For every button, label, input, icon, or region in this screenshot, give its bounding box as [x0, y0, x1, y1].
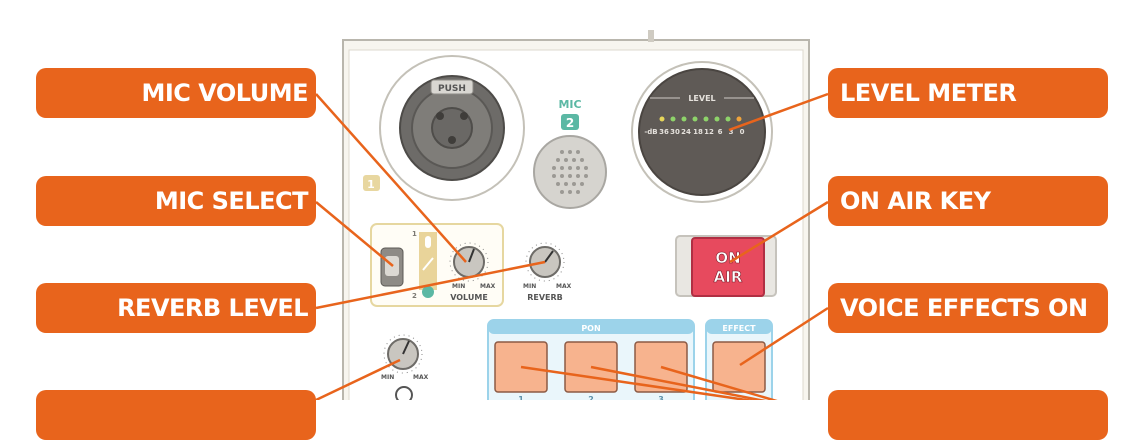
level-scale-8: 0: [740, 128, 745, 136]
headset-mic-icon: [422, 257, 434, 271]
callout-bottom-right: [828, 390, 1108, 440]
switch-mark-1: 1: [412, 230, 417, 238]
on-air-key[interactable]: ON AIR: [675, 235, 777, 297]
pon-label: PON: [581, 324, 600, 333]
callout-mic-volume: MIC VOLUME: [36, 68, 316, 118]
level-scale-3: 24: [681, 128, 691, 136]
level-scale-0: -dB: [644, 128, 657, 136]
knob3-min: MIN: [381, 374, 394, 381]
built-in-mic-grille: [533, 135, 607, 209]
switch-mark-2: 2: [412, 292, 417, 300]
mic-select-switch[interactable]: [380, 247, 404, 287]
knob3-max: MAX: [413, 374, 429, 381]
callout-mic-select: MIC SELECT: [36, 176, 316, 226]
volume-min: MIN: [452, 283, 465, 290]
pad-number-1: 1: [518, 395, 524, 400]
leader-lines: [315, 92, 829, 400]
on-air-line1: ON: [715, 249, 740, 267]
mic2-number: 2: [566, 116, 574, 130]
reverb-min: MIN: [523, 283, 536, 290]
callout-bottom-left: [36, 390, 316, 440]
effect-panel: EFFECT: [705, 319, 773, 400]
push-label: PUSH: [438, 84, 466, 94]
effect-pad[interactable]: [712, 341, 766, 393]
reverb-max: MAX: [556, 283, 572, 290]
on-air-line2: AIR: [714, 268, 743, 286]
volume-label: VOLUME: [450, 293, 488, 302]
reverb-label: REVERB: [527, 293, 563, 302]
level-title: LEVEL: [688, 94, 715, 103]
level-scale-4: 18: [693, 128, 703, 136]
mic2-label: MIC: [558, 98, 581, 111]
mic-volume-knob[interactable]: [449, 242, 489, 282]
xlr-jack: PUSH: [379, 55, 525, 201]
level-scale-2: 30: [670, 128, 680, 136]
effect-label: EFFECT: [722, 324, 756, 333]
level-scale-5: 12: [704, 128, 714, 136]
mic1-number: 1: [367, 178, 375, 191]
headphone-jack: [395, 386, 413, 400]
level-scale-6: 6: [718, 128, 723, 136]
mic2-area: MIC 2: [533, 98, 607, 209]
mic-icon: [425, 236, 431, 248]
level-scale-1: 36: [659, 128, 669, 136]
mic-control-panel: 1 2 MIN MAX VOLUME: [370, 223, 504, 307]
callout-level-meter: LEVEL METER: [828, 68, 1108, 118]
built-in-mic-icon: [422, 286, 434, 298]
mixer-device-illustration: PUSH MIC 2 1 LEVEL -dB: [315, 30, 829, 400]
level-scale-7: 3: [729, 128, 734, 136]
volume-max: MAX: [480, 283, 496, 290]
callout-on-air-key: ON AIR KEY: [828, 176, 1108, 226]
pad-number-2: 2: [588, 395, 594, 400]
level-meter: LEVEL -dB 36 30 24 18 12 6 3 0: [631, 61, 773, 203]
pad-number-3: 3: [658, 395, 664, 400]
callout-reverb-level: REVERB LEVEL: [36, 283, 316, 333]
callout-voice-effects-on: VOICE EFFECTS ON: [828, 283, 1108, 333]
